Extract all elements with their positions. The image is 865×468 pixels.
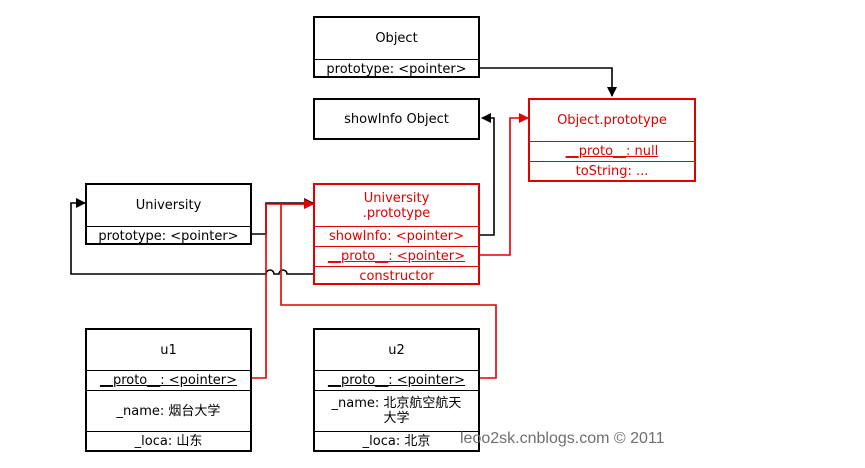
object-prototype-field: prototype: <pointer> <box>315 59 478 78</box>
watermark-text: leoo2sk.cnblogs.com © 2011 <box>460 430 665 447</box>
university-prototype-title-line1: University <box>363 190 430 206</box>
university-prototype-box: University .prototype showInfo: <pointer… <box>313 183 480 285</box>
object-title: Object <box>375 31 418 46</box>
object-prototype-box: Object.prototype __proto__: null toStrin… <box>528 98 696 182</box>
u2-name-line2: 大学 <box>383 411 410 426</box>
object-prototype-tostring-field: toString: ... <box>530 161 694 180</box>
u2-box: u2 __proto__: <pointer> _name: 北京航空航天 大学… <box>313 328 480 452</box>
u2-loca-field: _loca: 北京 <box>315 431 478 450</box>
u1-proto-arrow <box>252 199 314 379</box>
university-prototype-showinfo-field: showInfo: <pointer> <box>315 226 478 246</box>
object-prototype-arrow <box>480 67 617 97</box>
u1-proto-field: __proto__: <pointer> <box>87 370 250 390</box>
university-proto-arrow <box>480 113 529 256</box>
showinfo-object-box: showInfo Object <box>313 98 480 140</box>
university-prototype-title: University .prototype <box>315 185 478 226</box>
showinfo-title: showInfo Object <box>344 111 449 127</box>
university-prototype-title-line2: .prototype <box>362 205 431 221</box>
object-box: Object prototype: <pointer> <box>313 16 480 78</box>
university-prototype-arrow <box>252 198 314 235</box>
u1-name-field: _name: 烟台大学 <box>87 390 250 431</box>
u2-name-line1: _name: 北京航空航天 <box>331 396 462 411</box>
university-prototype-field: prototype: <pointer> <box>87 226 250 245</box>
u2-name-field: _name: 北京航空航天 大学 <box>315 390 478 431</box>
u2-proto-field: __proto__: <pointer> <box>315 370 478 390</box>
university-prototype-proto-field: __proto__: <pointer> <box>315 246 478 266</box>
u2-title: u2 <box>388 342 405 358</box>
u1-box: u1 __proto__: <pointer> _name: 烟台大学 _loc… <box>85 328 252 452</box>
object-prototype-title: Object.prototype <box>557 113 667 128</box>
university-box: University prototype: <pointer> <box>85 183 252 245</box>
object-prototype-proto-field: __proto__: null <box>530 141 694 161</box>
u1-title: u1 <box>160 342 177 358</box>
showinfo-arrow <box>480 113 495 236</box>
u1-loca-field: _loca: 山东 <box>87 431 250 450</box>
u2-proto-arrow <box>280 199 497 379</box>
university-title: University <box>135 198 202 213</box>
university-prototype-constructor-field: constructor <box>315 266 478 285</box>
